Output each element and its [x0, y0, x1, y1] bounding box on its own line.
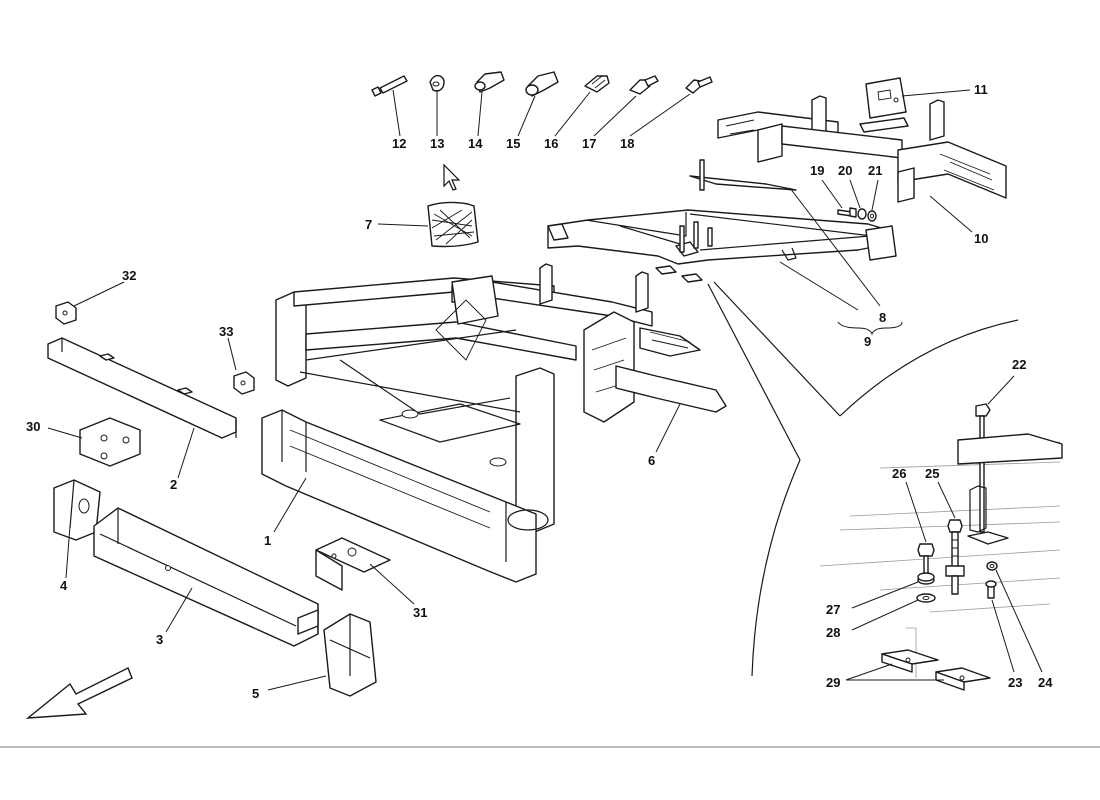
fastener-14	[474, 71, 505, 93]
part-2-side-rail	[47, 337, 237, 439]
callout-2: 2	[170, 477, 177, 492]
callout-26: 26	[892, 466, 906, 481]
part-28-washer	[916, 593, 936, 603]
fastener-16	[584, 75, 610, 93]
detail-plate	[957, 433, 1063, 545]
part-23-bolt	[985, 580, 997, 599]
callout-20: 20	[838, 163, 852, 178]
mouse-pointer-icon	[443, 163, 461, 191]
part-21-washer	[867, 210, 877, 222]
part-29-pads	[881, 649, 991, 691]
callout-18: 18	[620, 136, 634, 151]
callout-1: 1	[264, 533, 271, 548]
part-5-bracket	[323, 613, 377, 697]
callout-21: 21	[868, 163, 882, 178]
part-31-bracket	[315, 537, 391, 591]
fastener-12	[371, 75, 408, 97]
fastener-18	[685, 76, 713, 94]
callout-15: 15	[506, 136, 520, 151]
callout-14: 14	[468, 136, 483, 151]
part-27-washer	[917, 572, 935, 585]
callout-31: 31	[413, 605, 427, 620]
part-19-bolt	[837, 207, 857, 218]
detail-view-outline	[707, 281, 1019, 677]
callout-8: 8	[879, 310, 886, 325]
part-10-rear-frame	[717, 95, 1007, 203]
part-20-washer	[857, 208, 867, 220]
bottom-divider	[0, 746, 1100, 748]
part-3-lower-rail	[93, 507, 319, 647]
callout-29: 29	[826, 675, 840, 690]
part-9-subframe	[547, 209, 897, 283]
callout-30: 30	[26, 419, 40, 434]
fastener-17	[629, 75, 659, 95]
callout-10: 10	[974, 231, 988, 246]
part-7-pad	[427, 201, 479, 248]
callout-13: 13	[430, 136, 444, 151]
part-11-bracket	[859, 77, 909, 133]
part-8-plate	[689, 159, 797, 191]
part-25-stud	[945, 519, 965, 595]
callout-25: 25	[925, 466, 939, 481]
callout-9: 9	[864, 334, 871, 349]
callout-17: 17	[582, 136, 596, 151]
callout-19: 19	[810, 163, 824, 178]
callout-7: 7	[365, 217, 372, 232]
callout-6: 6	[648, 453, 655, 468]
detail-ghost-background	[819, 441, 1061, 678]
callout-32: 32	[122, 268, 136, 283]
callout-3: 3	[156, 632, 163, 647]
part-22-bolt	[975, 403, 991, 533]
callout-16: 16	[544, 136, 558, 151]
callout-11: 11	[974, 82, 988, 97]
part-4-bracket	[53, 479, 101, 541]
part-32-clip	[55, 301, 77, 325]
part-30-bracket	[79, 417, 141, 467]
callout-4: 4	[60, 578, 68, 593]
part-1-main-frame	[261, 263, 727, 583]
callout-27: 27	[826, 602, 840, 617]
fastener-13	[429, 74, 445, 92]
callout-22: 22	[1012, 357, 1026, 372]
callout-28: 28	[826, 625, 840, 640]
callout-24: 24	[1038, 675, 1053, 690]
part-33-clip	[233, 371, 255, 395]
fastener-15	[525, 71, 559, 97]
callout-33: 33	[219, 324, 233, 339]
callout-23: 23	[1008, 675, 1022, 690]
part-26-bolt	[917, 543, 935, 575]
part-24-washer	[986, 561, 998, 571]
front-direction-arrow-icon	[25, 667, 133, 719]
callout-5: 5	[252, 686, 259, 701]
callout-12: 12	[392, 136, 406, 151]
